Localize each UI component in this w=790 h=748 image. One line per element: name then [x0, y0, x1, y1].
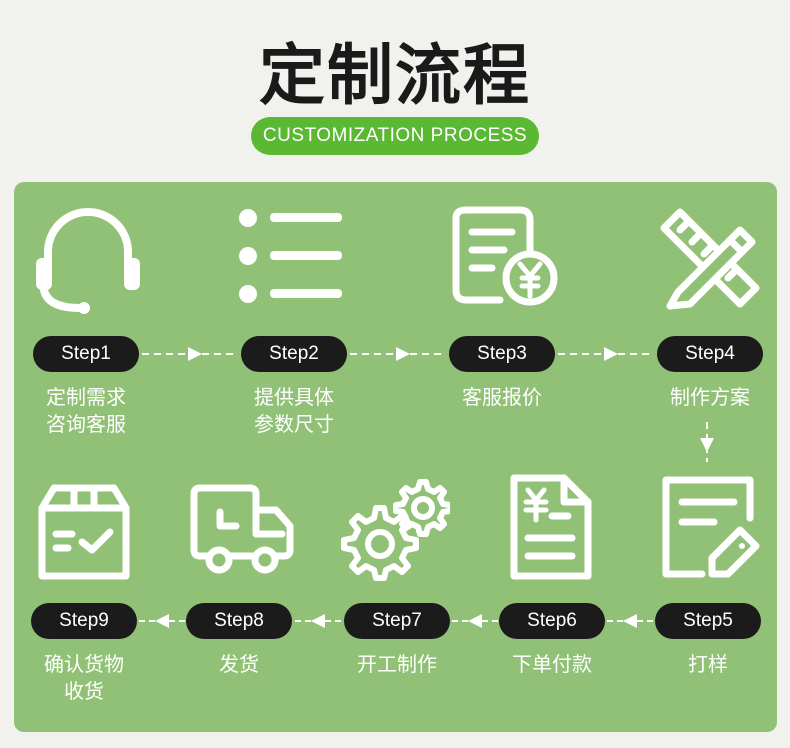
- arrow-left-icon: [605, 612, 655, 634]
- step-label: 开工制作: [357, 652, 437, 676]
- page-title: 定制流程: [259, 36, 531, 114]
- step-badge: Step4: [657, 336, 763, 372]
- step-badge: Step3: [449, 336, 555, 372]
- step-badge: Step9: [31, 603, 137, 639]
- step-label: 定制需求咨询客服: [46, 385, 126, 436]
- process-panel: Step1 Step2 Step3 Step4 定制需求咨询客服 提供具体参数尺…: [14, 182, 777, 732]
- step-label: 下单付款: [512, 652, 592, 676]
- arrow-left-icon: [450, 612, 500, 634]
- step-label: 发货: [219, 652, 259, 676]
- arrow-right-icon: [554, 345, 658, 367]
- invoice-icon: [508, 472, 594, 582]
- price-document-icon: [452, 206, 562, 308]
- step-label: 提供具体参数尺寸: [254, 385, 334, 436]
- step-badge: Step7: [344, 603, 450, 639]
- box-check-icon: [38, 484, 130, 580]
- step-badge: Step2: [241, 336, 347, 372]
- step-label: 打样: [688, 652, 728, 676]
- list-icon: [238, 208, 346, 304]
- step-label: 制作方案: [670, 385, 750, 409]
- pencil-ruler-icon: [658, 206, 762, 310]
- arrow-left-icon: [293, 612, 343, 634]
- step-badge: Step6: [499, 603, 605, 639]
- arrow-left-icon: [137, 612, 187, 634]
- step-label: 客服报价: [462, 385, 542, 409]
- step-badge: Step1: [33, 336, 139, 372]
- step-badge: Step8: [186, 603, 292, 639]
- arrow-down-icon: [698, 420, 716, 468]
- truck-icon: [190, 484, 296, 576]
- page-subtitle: CUSTOMIZATION PROCESS: [251, 117, 539, 155]
- arrow-right-icon: [138, 345, 242, 367]
- gears-icon: [340, 478, 450, 582]
- headset-icon: [30, 204, 146, 316]
- edit-form-icon: [660, 474, 760, 580]
- step-label: 确认货物收货: [44, 652, 124, 703]
- arrow-right-icon: [346, 345, 450, 367]
- step-badge: Step5: [655, 603, 761, 639]
